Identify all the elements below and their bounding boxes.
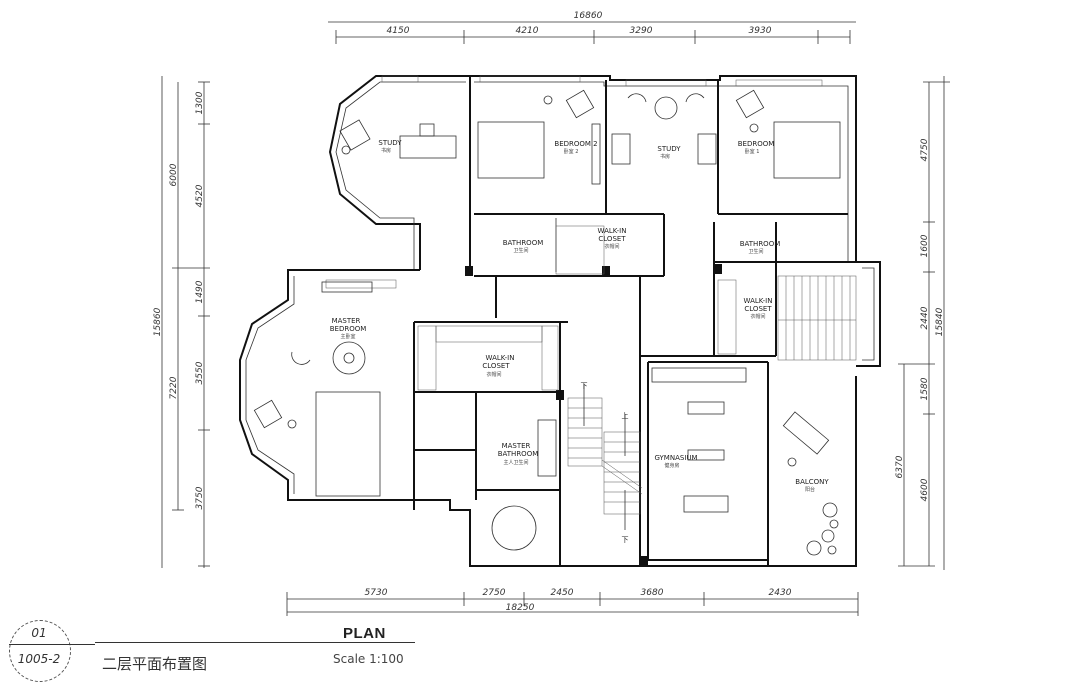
chinese-title: 二层平面布置图 xyxy=(102,655,208,673)
dim-left-mid-2: 7220 xyxy=(169,376,179,399)
dim-left-in-4: 3550 xyxy=(195,361,205,384)
label-balcony: BALCONY xyxy=(795,478,829,486)
label-bedroom2-cn: 卧室 2 xyxy=(564,148,579,155)
reference-divider xyxy=(9,644,95,645)
label-study-left: STUDY xyxy=(378,139,402,147)
label-gymnasium-cn: 健身房 xyxy=(664,462,679,469)
label-walkin-a-2: CLOSET xyxy=(598,235,626,243)
stair-down-label-1: 下 xyxy=(581,382,588,390)
label-gymnasium: GYMNASIUM xyxy=(654,454,697,462)
label-bathroom-b: BATHROOM xyxy=(740,240,781,248)
label-bedroom2: BEDROOM 2 xyxy=(554,140,597,148)
bottom-dimension-chain: 5730 2750 2450 3680 2430 18250 xyxy=(286,588,859,616)
stair-down-label-2: 下 xyxy=(622,536,629,544)
dim-right-in-1: 4750 xyxy=(920,138,930,161)
dim-bottom-4: 3680 xyxy=(641,588,664,598)
sheet-number: 1005-2 xyxy=(17,652,61,666)
plan-title: PLAN xyxy=(343,625,386,642)
label-bathroom-a: BATHROOM xyxy=(503,239,544,247)
label-bathroom-b-cn: 卫生间 xyxy=(748,248,763,255)
dim-right-in-4: 1580 xyxy=(920,377,930,400)
dim-bottom-5: 2430 xyxy=(769,588,792,598)
label-walkin-b-2: CLOSET xyxy=(744,305,772,313)
dim-top-4: 3930 xyxy=(749,26,772,36)
windows xyxy=(325,75,823,289)
dim-left-in-2: 4520 xyxy=(195,184,205,207)
dim-right-in-5: 4600 xyxy=(920,478,930,501)
label-bedroom1-cn: 卧室 1 xyxy=(745,148,760,155)
interior-walls xyxy=(413,76,856,566)
stair-up-label: 上 xyxy=(622,411,629,420)
label-balcony-cn: 阳台 xyxy=(805,486,815,493)
title-underline xyxy=(95,642,415,643)
label-walkin-a-cn: 衣帽间 xyxy=(604,243,619,250)
dim-top-1: 4150 xyxy=(387,26,410,36)
label-study-left-cn: 书房 xyxy=(381,147,391,154)
dim-bottom-3: 2450 xyxy=(551,588,574,598)
dim-top-overall: 16860 xyxy=(574,11,603,21)
dim-left-overall: 15860 xyxy=(153,307,163,336)
drawing-number: 01 xyxy=(31,626,47,640)
scale-label: Scale 1:100 xyxy=(333,652,404,666)
drawing-reference-bubble xyxy=(9,620,71,682)
label-master-bathroom-1: MASTER xyxy=(502,442,531,450)
dim-bottom-1: 5730 xyxy=(365,588,388,598)
label-bathroom-a-cn: 卫生间 xyxy=(513,247,528,254)
staircase: 下 上 下 xyxy=(567,382,643,544)
label-walkin-master-cn: 衣帽间 xyxy=(486,371,501,378)
top-dimension-chain: 16860 4150 4210 3290 3930 xyxy=(328,11,856,44)
label-bedroom1: BEDROOM xyxy=(738,140,775,148)
dim-left-mid-1: 6000 xyxy=(169,163,179,186)
label-master-bathroom-2: BATHROOM xyxy=(498,450,539,458)
dim-left-in-3: 1490 xyxy=(195,280,205,303)
label-master-bedroom-2: BEDROOM xyxy=(330,325,367,333)
dim-right-outer-partial: 6370 xyxy=(895,455,905,478)
label-walkin-b-cn: 衣帽间 xyxy=(750,313,765,320)
right-dimension-chain: 6370 15840 4750 1600 2440 1580 4600 xyxy=(895,76,950,570)
dim-top-3: 3290 xyxy=(630,26,653,36)
label-walkin-master-2: CLOSET xyxy=(482,362,510,370)
label-study-center: STUDY xyxy=(657,145,681,153)
label-walkin-a-1: WALK-IN xyxy=(598,227,627,235)
label-walkin-master-1: WALK-IN xyxy=(486,354,515,362)
balcony-decking xyxy=(777,275,857,361)
furniture xyxy=(253,89,841,556)
room-labels: STUDY 书房 BEDROOM 2 卧室 2 STUDY 书房 BEDROOM… xyxy=(330,139,830,493)
dim-right-in-2: 1600 xyxy=(920,234,930,257)
label-walkin-b-1: WALK-IN xyxy=(744,297,773,305)
label-study-center-cn: 书房 xyxy=(660,153,670,160)
dim-right-overall: 15840 xyxy=(935,307,945,336)
building-walls xyxy=(239,75,881,567)
label-master-bathroom-cn: 主人卫生间 xyxy=(503,459,528,466)
left-dimension-chain: 15860 6000 7220 1300 4520 1490 3550 3750 xyxy=(153,76,210,568)
label-master-bedroom-1: MASTER xyxy=(332,317,361,325)
dim-left-in-5: 3750 xyxy=(195,486,205,509)
dim-bottom-overall: 18250 xyxy=(506,603,535,613)
dim-left-in-1: 1300 xyxy=(195,91,205,114)
dim-right-in-3: 2440 xyxy=(920,306,930,329)
dim-bottom-2: 2750 xyxy=(483,588,506,598)
dim-top-2: 4210 xyxy=(516,26,539,36)
label-master-bedroom-cn: 主卧室 xyxy=(340,333,355,340)
